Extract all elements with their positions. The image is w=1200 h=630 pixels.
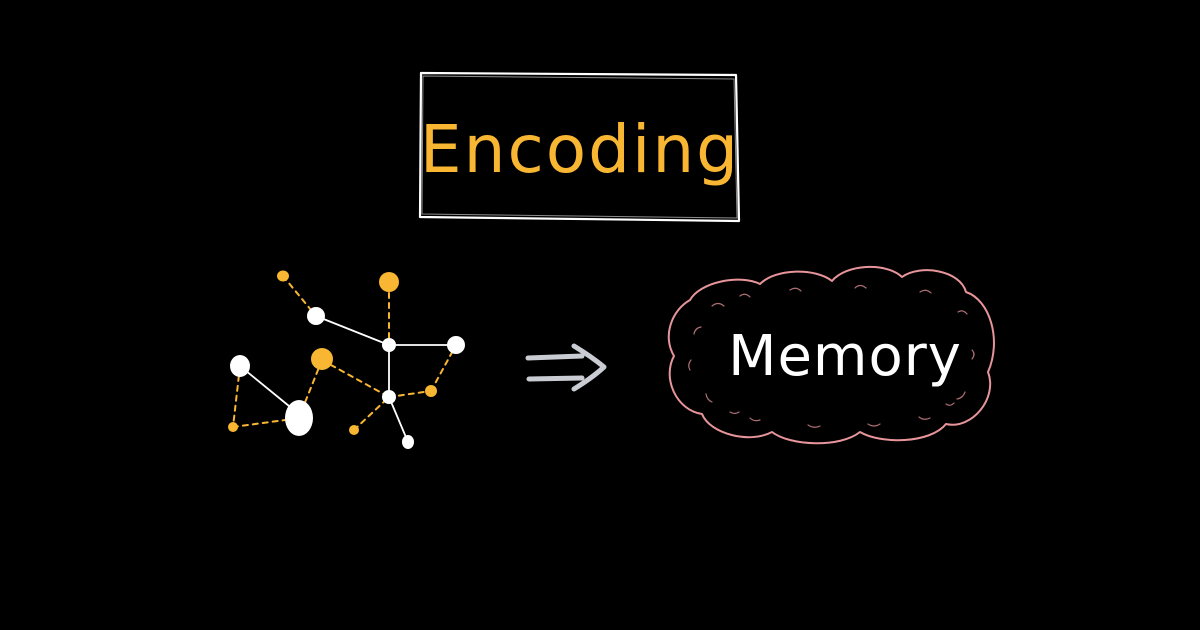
solid-edge (388, 396, 409, 443)
dashed-edge (321, 359, 390, 398)
graph-node-white (382, 390, 396, 404)
memory-label: Memory (728, 324, 962, 389)
brain-cloud-icon: Memory (667, 266, 995, 445)
dashed-edge (388, 390, 432, 398)
title-box: Encoding (418, 71, 741, 223)
dashed-edge (232, 417, 301, 428)
graph-node-yellow (228, 422, 238, 432)
graph-node-yellow (311, 348, 333, 370)
graph-node-white (285, 400, 313, 436)
network-graph-icon (228, 270, 465, 449)
graph-node-yellow (425, 385, 437, 397)
graph-node-white (447, 336, 465, 354)
graph-node-yellow (379, 272, 399, 292)
double-arrow-icon (525, 343, 607, 392)
graph-node-yellow (349, 425, 359, 435)
solid-edge (315, 315, 390, 346)
graph-node-white (382, 338, 396, 352)
title-text: Encoding (420, 111, 740, 188)
graph-node-white (230, 355, 250, 377)
dashed-edge (353, 396, 390, 431)
graph-node-white (402, 435, 414, 449)
graph-node-yellow (277, 270, 289, 282)
graph-node-white (307, 307, 325, 325)
